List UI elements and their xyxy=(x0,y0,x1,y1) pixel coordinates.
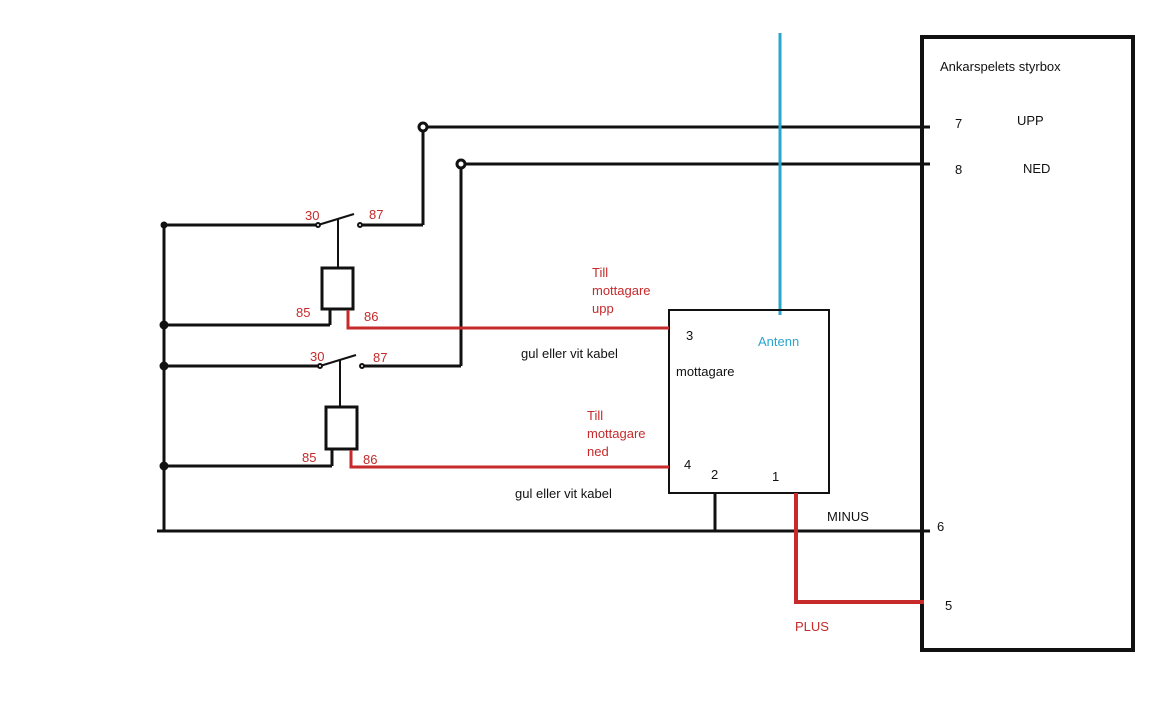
terminal-7: 7 xyxy=(955,116,962,131)
ned-wire xyxy=(364,158,930,368)
relay-upper-note-line: mottagare xyxy=(592,283,651,298)
receiver-pin-4: 4 xyxy=(684,457,691,472)
control-box-title: Ankarspelets styrbox xyxy=(940,59,1061,74)
terminal-6: 6 xyxy=(937,519,944,534)
antenna-label: Antenn xyxy=(758,334,799,349)
relay-upper-note-line: Till xyxy=(592,265,608,280)
receiver-box xyxy=(668,309,830,494)
terminal-8-function: NED xyxy=(1023,161,1050,176)
relay-lower-note-line: ned xyxy=(587,444,609,459)
relay-lower-signal-wire xyxy=(349,450,669,469)
control-box xyxy=(920,35,1135,652)
minus-label: MINUS xyxy=(827,509,869,524)
relay-upper-contact-87: 87 xyxy=(369,207,383,222)
relay-lower-note-line: Till xyxy=(587,408,603,423)
relay-lower-note: Till mottagare ned xyxy=(587,408,649,459)
relay-upper-coil-86: 86 xyxy=(364,309,378,324)
receiver-pin-2: 2 xyxy=(711,467,718,482)
upp-wire xyxy=(362,121,930,227)
relay-upper-contact-30: 30 xyxy=(305,208,319,223)
relay-lower-contact-30: 30 xyxy=(310,349,324,364)
relay-lower-coil xyxy=(324,405,359,451)
relay-lower xyxy=(317,354,365,451)
plus-label: PLUS xyxy=(795,619,829,634)
terminal-8: 8 xyxy=(955,162,962,177)
relay-upper-coil xyxy=(320,266,355,311)
relay-upper-cable: gul eller vit kabel xyxy=(521,346,618,361)
relay-upper-note: Till mottagare upp xyxy=(592,265,654,316)
relay-upper xyxy=(315,213,363,311)
receiver-label: mottagare xyxy=(676,364,735,379)
relay-lower-note-line: mottagare xyxy=(587,426,646,441)
relay-lower-contact-87: 87 xyxy=(373,350,387,365)
relay-lower-cable: gul eller vit kabel xyxy=(515,486,612,501)
relay-upper-coil-85: 85 xyxy=(296,305,310,320)
receiver-pin-1: 1 xyxy=(772,469,779,484)
terminal-7-function: UPP xyxy=(1017,113,1044,128)
receiver-pin-3: 3 xyxy=(686,328,693,343)
relay-upper-note-line: upp xyxy=(592,301,614,316)
ground-bus xyxy=(157,221,930,533)
terminal-5: 5 xyxy=(945,598,952,613)
plus-wire xyxy=(794,493,924,604)
relay-lower-coil-86: 86 xyxy=(363,452,377,467)
relay-upper-signal-wire xyxy=(346,310,669,330)
relay-lower-coil-85: 85 xyxy=(302,450,316,465)
